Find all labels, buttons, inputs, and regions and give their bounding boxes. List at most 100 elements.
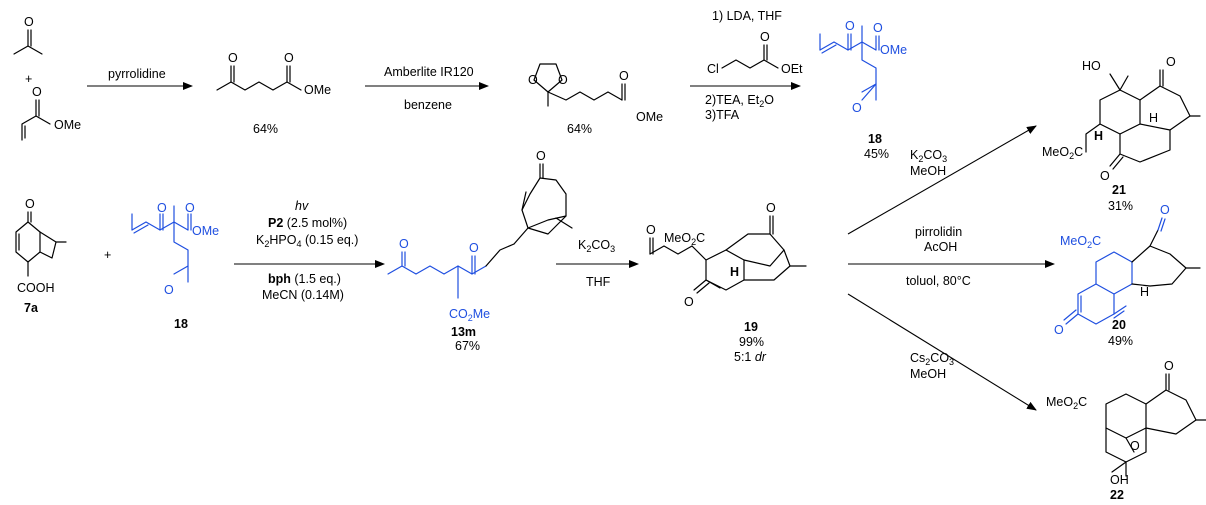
- ester-label-22: MeO2C: [1046, 395, 1087, 411]
- atom-o: O: [1160, 203, 1170, 217]
- atom-o: O: [873, 21, 883, 35]
- oet-label: OEt: [781, 62, 803, 76]
- step-3-tfa: 3)TFA: [705, 108, 740, 122]
- atom-o: O: [1100, 169, 1110, 183]
- compound-22-structure: O O MeO2C OH: [1046, 359, 1206, 487]
- methyl-oxohexanoate-structure: O O OMe: [216, 51, 331, 97]
- atom-o: O: [536, 149, 546, 163]
- atom-o: O: [32, 85, 42, 99]
- ome-label: OMe: [636, 110, 663, 124]
- ome-label: OMe: [54, 118, 81, 132]
- atom-o: O: [619, 69, 629, 83]
- step-1-lda: 1) LDA, THF: [712, 9, 782, 23]
- catalyst-p2: P2 (2.5 mol%): [268, 216, 347, 230]
- solvent-benzene: benzene: [404, 98, 452, 112]
- atom-o: O: [399, 237, 409, 251]
- label-18-row2: 18: [174, 317, 188, 331]
- conditions-toluol: toluol, 80°C: [906, 274, 971, 288]
- atom-o: O: [164, 283, 174, 297]
- methyl-acrylate-structure: O OMe: [21, 85, 81, 141]
- plus-sign-row2: +: [104, 248, 111, 262]
- atom-h-21: H: [1094, 129, 1103, 143]
- yield-99: 99%: [739, 335, 764, 349]
- atom-o: O: [24, 15, 34, 29]
- yield-31: 31%: [1108, 199, 1133, 213]
- compound-21-structure: HO O H H MeO2C O: [1042, 55, 1201, 183]
- reagent-pirrolidin: pirrolidin: [915, 225, 962, 239]
- additive-bph: bph (1.5 eq.): [268, 272, 341, 286]
- ester-label-19: MeO2C: [664, 231, 705, 247]
- ome-label: OMe: [880, 43, 907, 57]
- atom-o: O: [185, 201, 195, 215]
- reagent-pyrrolidine: pyrrolidine: [108, 67, 166, 81]
- reagent-acoh: AcOH: [924, 240, 957, 254]
- label-19: 19: [744, 320, 758, 334]
- atom-o: O: [558, 73, 568, 87]
- chloropropanoate-structure: Cl O OEt: [707, 30, 803, 76]
- label-21: 21: [1112, 183, 1126, 197]
- compound-20-structure: O O MeO2C H: [1054, 203, 1201, 337]
- reagent-cs2co3: Cs2CO3: [910, 351, 954, 367]
- atom-o: O: [528, 73, 538, 87]
- yield-67: 67%: [455, 339, 480, 353]
- reagent-amberlite: Amberlite IR120: [384, 65, 474, 79]
- ester-label-21: MeO2C: [1042, 145, 1083, 161]
- base-k2hpo4: K2HPO4 (0.15 eq.): [256, 233, 358, 249]
- label-18: 18: [868, 132, 882, 146]
- atom-o: O: [760, 30, 770, 44]
- atom-o: O: [157, 201, 167, 215]
- dioxolane-ester-structure: O O O OMe: [528, 63, 663, 124]
- atom-o: O: [228, 51, 238, 65]
- ho-label-21: HO: [1082, 59, 1101, 73]
- label-13m: 13m: [451, 325, 476, 339]
- label-20: 20: [1112, 318, 1126, 332]
- atom-o: O: [845, 19, 855, 33]
- step-2-tea: 2)TEA, Et2O: [705, 93, 774, 109]
- acetone-structure: O: [13, 15, 43, 55]
- compound-13m-structure: O O O CO2Me: [387, 149, 573, 323]
- reagent-k2co3: K2CO3: [578, 238, 615, 254]
- atom-o: O: [684, 295, 694, 309]
- compound-7a-structure: O COOH: [15, 197, 67, 295]
- yield-64-a: 64%: [253, 122, 278, 136]
- compound-18-structure: O O OMe O: [819, 19, 907, 115]
- compound-19-structure: O O O MeO2C H: [646, 201, 807, 309]
- atom-h-20: H: [1140, 285, 1149, 299]
- oh-label-22: OH: [1110, 473, 1129, 487]
- solvent-meoh-down: MeOH: [910, 367, 946, 381]
- arrow-branch-up: [847, 125, 1037, 235]
- atom-o: O: [1166, 55, 1176, 69]
- cooh-label: COOH: [17, 281, 55, 295]
- solvent-mecn: MeCN (0.14M): [262, 288, 344, 302]
- atom-o: O: [852, 101, 862, 115]
- atom-h-19: H: [730, 265, 739, 279]
- dr-ratio: 5:1 dr: [734, 350, 767, 364]
- ester-label-13m: CO2Me: [449, 307, 490, 323]
- compound-18b-structure: O O OMe O: [131, 201, 219, 297]
- atom-o: O: [1164, 359, 1174, 373]
- atom-o: O: [1130, 439, 1140, 453]
- plus-sign: +: [25, 72, 32, 86]
- arrow-branch-down: [847, 293, 1037, 411]
- atom-o: O: [766, 201, 776, 215]
- ome-label: OMe: [192, 224, 219, 238]
- label-22: 22: [1110, 488, 1124, 502]
- solvent-meoh-up: MeOH: [910, 164, 946, 178]
- atom-o: O: [646, 223, 656, 237]
- hv-label: hv: [295, 199, 309, 213]
- solvent-thf: THF: [586, 275, 611, 289]
- atom-cl: Cl: [707, 62, 719, 76]
- atom-h-21b: H: [1149, 111, 1158, 125]
- yield-45: 45%: [864, 147, 889, 161]
- yield-64-b: 64%: [567, 122, 592, 136]
- ome-label: OMe: [304, 83, 331, 97]
- ester-label-20: MeO2C: [1060, 234, 1101, 250]
- reagent-k2co3-meoh: K2CO3: [910, 148, 947, 164]
- atom-o: O: [284, 51, 294, 65]
- yield-49: 49%: [1108, 334, 1133, 348]
- atom-o: O: [25, 197, 35, 211]
- atom-o: O: [469, 241, 479, 255]
- atom-o: O: [1054, 323, 1064, 337]
